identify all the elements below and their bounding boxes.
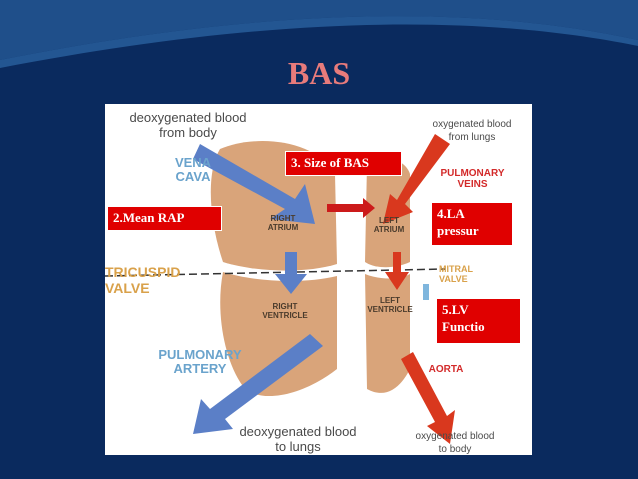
label-aorta: AORTA (428, 364, 464, 375)
left-ventricle-shape (365, 274, 410, 393)
pulmonary-artery-arrow (193, 334, 323, 434)
slide-title: BAS (287, 55, 351, 91)
label-tricuspid-valve: TRICUSPID VALVE (105, 264, 181, 296)
label-left-ventricle: LEFT VENTRICLE (367, 296, 413, 314)
right-ventricle-shape (220, 272, 337, 397)
aorta-arrow (401, 352, 455, 444)
label-deoxy-from-body: deoxygenated blood from body (129, 110, 247, 140)
tricuspid-flow-arrow (275, 252, 307, 294)
label-right-ventricle: RIGHT VENTRICLE (262, 302, 308, 320)
label-left-atrium: LEFT ATRIUM (373, 216, 405, 234)
callout-mean-rap: 2.Mean RAP (107, 206, 222, 231)
label-right-atrium: RIGHT ATRIUM (267, 214, 299, 232)
label-deoxy-to-lungs: deoxygenated blood to lungs (239, 424, 357, 454)
mitral-flow-arrow (385, 252, 409, 290)
label-pulmonary-artery: PULMONARY ARTERY (158, 347, 242, 376)
label-vena-cava: VENA CAVA (174, 155, 212, 184)
valve-line (105, 268, 446, 277)
callout-la-pressure: 4.LA pressur (431, 202, 513, 246)
pulmonary-vein-arrow (383, 134, 450, 224)
septostomy-arrow (327, 198, 375, 218)
label-pulmonary-veins: PULMONARY VEINS (440, 168, 505, 190)
mitral-marker (423, 284, 429, 300)
vena-cava-arrow (193, 144, 315, 224)
callout-size-of-bas: 3. Size of BAS (285, 151, 402, 176)
label-mitral-valve: MITRAL VALVE (439, 264, 473, 284)
header-swoosh (0, 0, 638, 68)
label-oxy-to-body: oxygenated blood to body (415, 431, 495, 455)
label-oxy-from-lungs: oxygenated blood from lungs (432, 119, 512, 143)
callout-lv-function: 5.LV Functio (436, 298, 521, 344)
